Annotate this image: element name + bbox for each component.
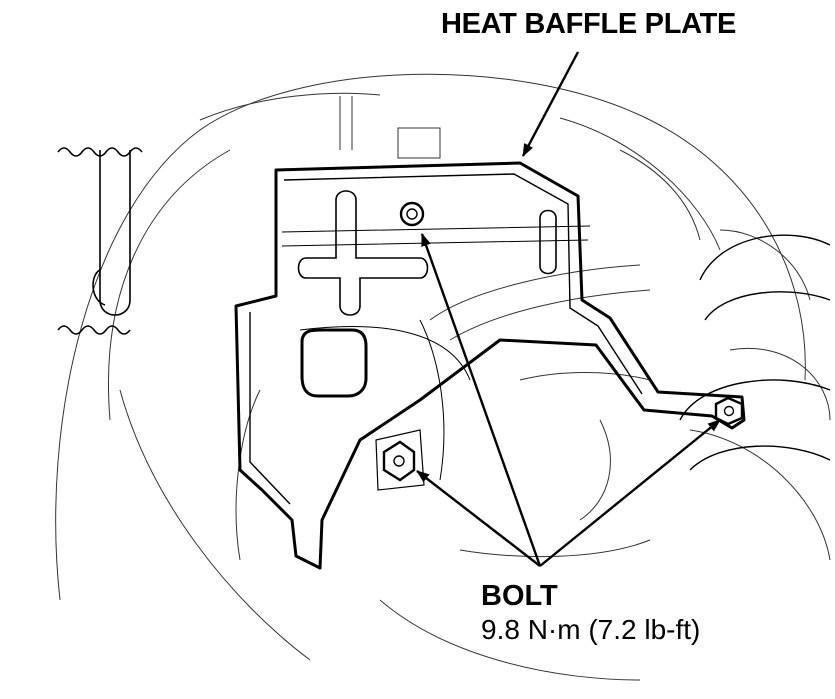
title-leader-arrow — [521, 51, 580, 157]
bolt-label: BOLT — [481, 580, 558, 612]
bolt-bottom-left — [375, 429, 425, 491]
bolt-arrow-left — [416, 470, 541, 567]
bolt-arrow-right — [539, 419, 721, 567]
bolt-top — [399, 201, 425, 227]
plate-cutouts — [281, 190, 591, 481]
right-component — [679, 234, 831, 471]
torque-spec-label: 9.8 N·m (7.2 lb-ft) — [481, 614, 701, 645]
heat-baffle-plate-label: HEAT BAFFLE PLATE — [441, 8, 737, 40]
left-hose — [57, 147, 143, 335]
bolt-right — [714, 396, 744, 426]
callout-arrows — [416, 51, 721, 567]
bolt-arrow-top — [420, 233, 542, 567]
heat-baffle-plate — [234, 161, 746, 570]
